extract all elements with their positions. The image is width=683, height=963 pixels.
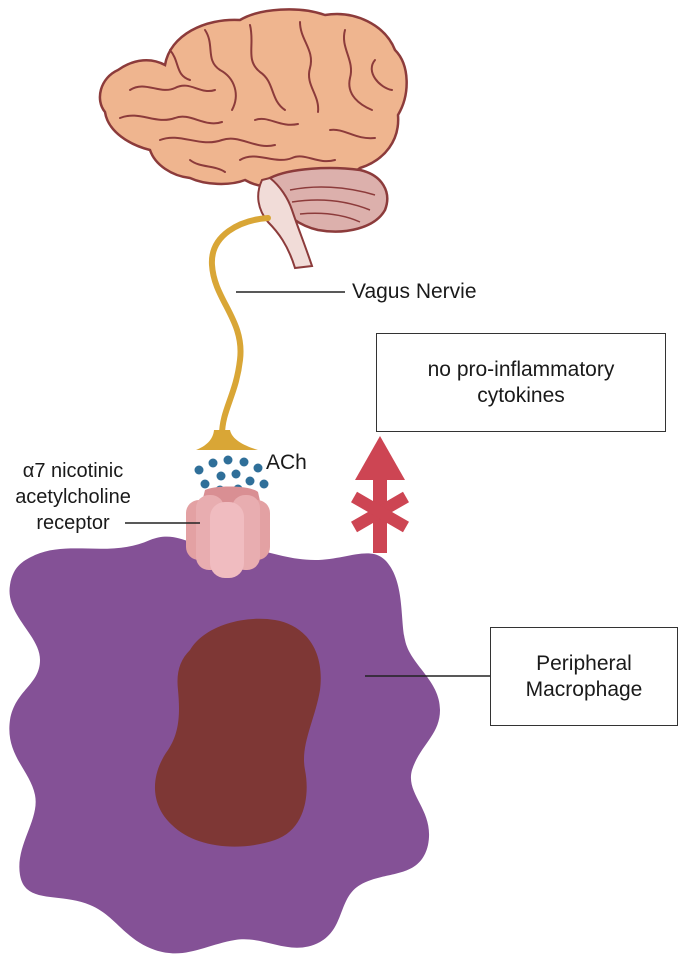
receptor-label-line3: receptor (36, 512, 110, 534)
inhibited-arrow-icon (351, 436, 409, 553)
receptor-icon (186, 486, 270, 578)
cytokines-box: no pro-inflammatory cytokines (376, 333, 666, 432)
ach-label: ACh (266, 451, 307, 474)
brain-icon (98, 8, 408, 188)
cytokines-line2: cytokines (477, 383, 565, 407)
macrophage-line2: Macrophage (525, 677, 643, 701)
nerve-terminal (196, 430, 258, 450)
nucleus (154, 618, 321, 847)
receptor-label: α7 nicotinic acetylcholine receptor (8, 458, 138, 536)
vagus-nerve-label: Vagus Nervie (352, 280, 477, 303)
macrophage-box: Peripheral Macrophage (490, 627, 678, 726)
cerebellum-icon (257, 166, 389, 270)
macrophage-line1: Peripheral (536, 651, 632, 675)
receptor-label-line2: acetylcholine (15, 486, 131, 508)
vagus-nerve (208, 215, 271, 438)
leader-lines (125, 291, 490, 677)
receptor-label-line1: α7 nicotinic (22, 460, 124, 482)
cytokines-line1: no pro-inflammatory (427, 357, 615, 381)
